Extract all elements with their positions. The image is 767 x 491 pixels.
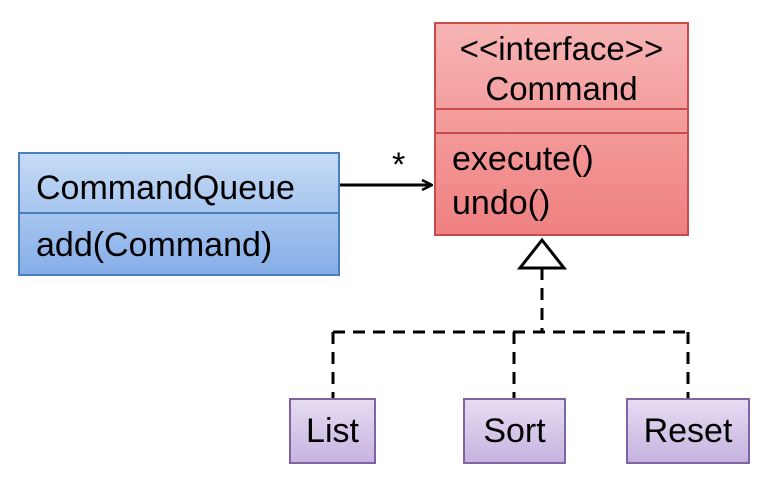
queue-class-name: CommandQueue bbox=[36, 169, 295, 207]
queue-method-compartment: add(Command) bbox=[20, 214, 338, 262]
interface-name: Command bbox=[485, 70, 638, 107]
list-command-box: List bbox=[289, 398, 376, 464]
operation-undo: undo() bbox=[452, 184, 551, 222]
queue-method-add: add(Command) bbox=[36, 226, 273, 264]
realization-triangle bbox=[516, 237, 568, 270]
reset-command-box: Reset bbox=[626, 398, 750, 464]
command-attributes-compartment bbox=[436, 110, 687, 134]
command-header: <<interface>> Command bbox=[436, 24, 687, 110]
command-interface-box: <<interface>> Command execute() undo() bbox=[434, 22, 689, 236]
list-command-label: List bbox=[306, 412, 359, 450]
association-multiplicity: * bbox=[392, 146, 406, 184]
command-queue-box: CommandQueue add(Command) bbox=[18, 152, 340, 276]
interface-stereotype: <<interface>> bbox=[459, 30, 664, 67]
operation-execute: execute() bbox=[452, 140, 594, 178]
command-operations-compartment: execute() undo() bbox=[436, 134, 687, 220]
sort-command-box: Sort bbox=[463, 398, 566, 464]
reset-command-label: Reset bbox=[643, 412, 733, 450]
queue-name-compartment: CommandQueue bbox=[20, 154, 338, 214]
sort-command-label: Sort bbox=[483, 412, 546, 450]
